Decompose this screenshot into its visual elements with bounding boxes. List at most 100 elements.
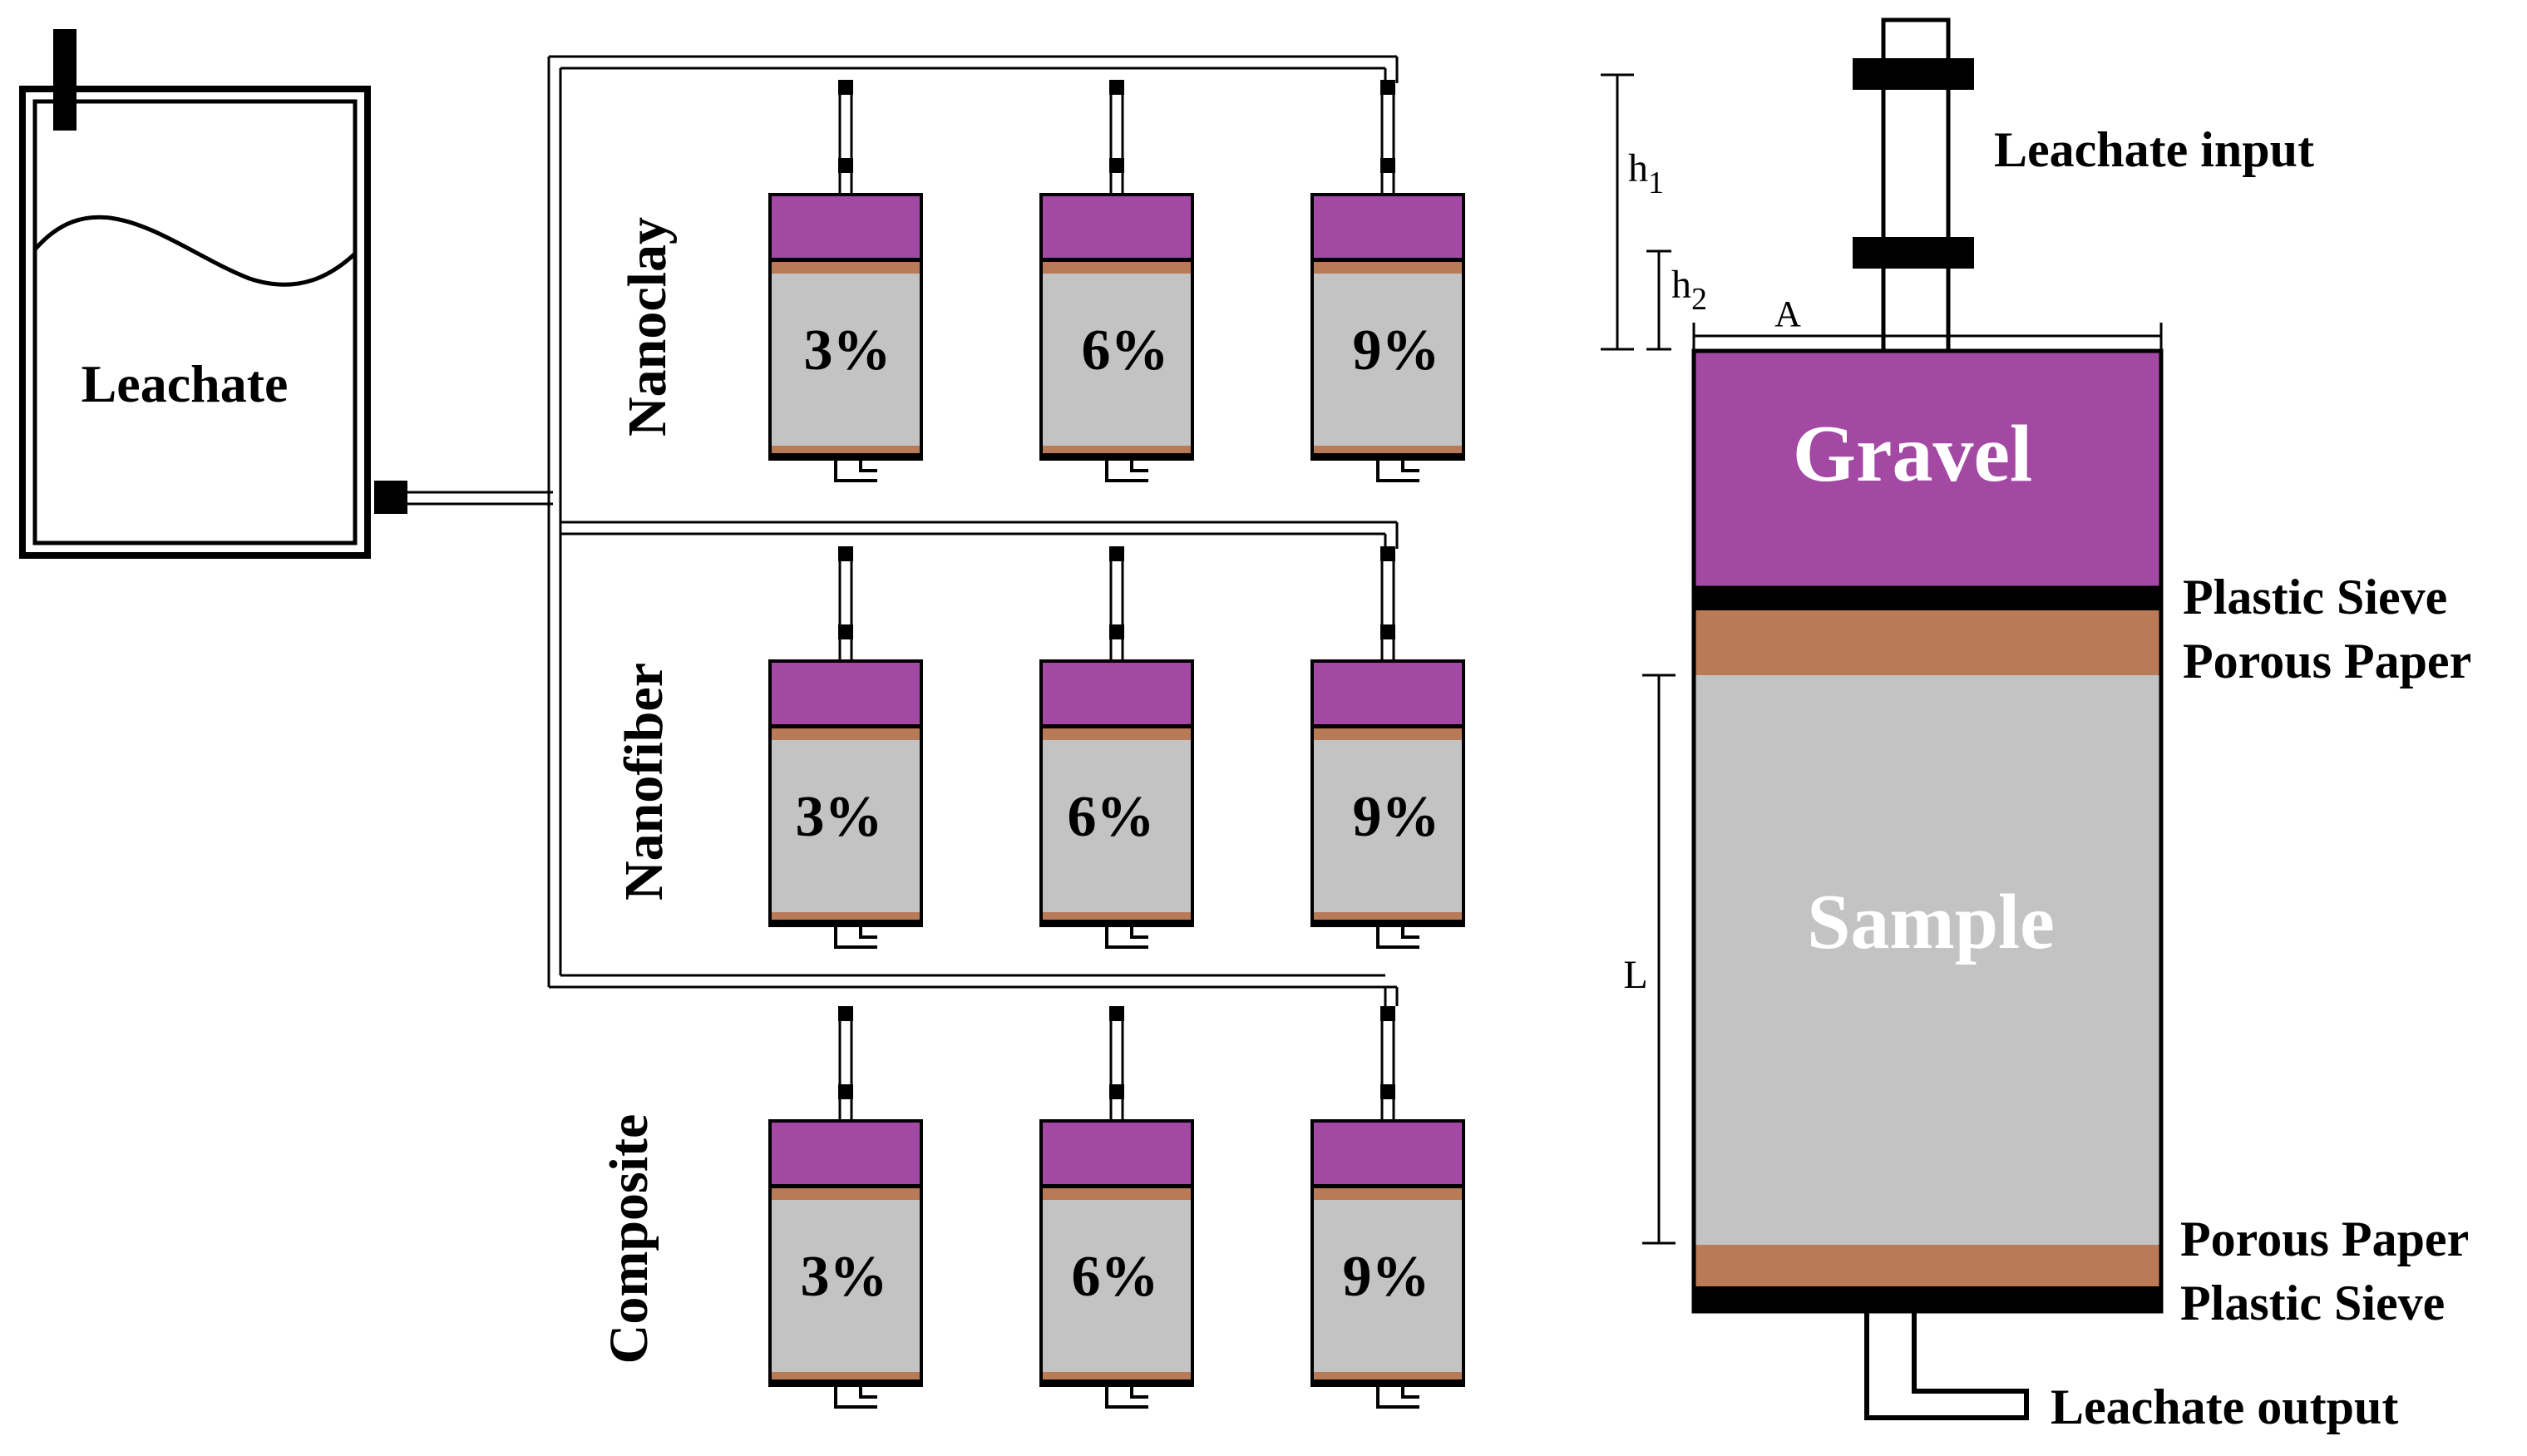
cell-composite-3: 9% [1310,1006,1465,1409]
cell-outlet [834,1385,877,1409]
cell-outlet [834,459,877,482]
cell-outlet [1105,925,1148,949]
valve [1380,80,1395,95]
cell-nanofiber-1: 3% [768,546,923,949]
cell-porous-paper [1041,1372,1192,1379]
valve [838,80,853,95]
valve [838,624,853,639]
cell-percent-label: 6% [1068,785,1155,849]
cell-outlet [1105,459,1148,482]
cell-outlet [834,925,877,949]
cell-gravel [770,195,921,258]
cell-gravel [1041,195,1192,258]
cell-porous-paper [1312,728,1463,740]
leachate-input-label: Leachate input [1994,122,2314,177]
cell-sample [1041,274,1192,446]
permeability-cells: 3%6%9%3%6%9%3%6%9% [768,80,1465,1409]
cell-percent-label: 9% [1343,1245,1430,1309]
cell-nanoclay-1: 3% [768,80,923,482]
cell-sieve [1041,1184,1192,1188]
group-label-nanofiber: Nanofiber [614,663,674,901]
cell-outlet [1376,1385,1419,1409]
valve [1109,80,1124,95]
group-label-composite: Composite [599,1114,659,1365]
cell-gravel [1312,1121,1463,1184]
cell-nanoclay-3: 9% [1310,80,1465,482]
plastic-sieve-bottom-label: Plastic Sieve [2180,1276,2445,1330]
cell-sieve [1041,453,1192,459]
cell-sieve [1312,920,1463,925]
input-flange-top [1853,58,1974,90]
cell-sample [1312,274,1463,446]
cell-porous-paper [1312,446,1463,453]
plastic-sieve-top-label: Plastic Sieve [2183,570,2447,624]
h1-label: h1 [1628,146,1664,200]
cell-porous-paper [1041,446,1192,453]
cell-outlet [1105,1385,1148,1409]
leachate-tank: Leachate [19,29,407,559]
cell-sample [770,274,921,446]
valve [838,546,853,561]
cell-sieve [1041,724,1192,728]
cell-outlet [1376,925,1419,949]
cell-sieve [770,1184,921,1188]
cell-porous-paper [770,728,921,740]
cell-percent-label: 6% [1072,1245,1159,1309]
cell-porous-paper [1312,912,1463,920]
cell-sieve [770,724,921,728]
area-label: A [1774,294,1801,334]
cell-sieve [1041,258,1192,262]
cell-composite-2: 6% [1039,1006,1194,1409]
cell-porous-paper [1312,1188,1463,1200]
valve [1109,546,1124,561]
valve [1109,1084,1124,1099]
length-label: L [1623,953,1647,997]
cell-sieve [770,258,921,262]
gravel-label: Gravel [1793,409,2032,499]
valve [1380,158,1395,173]
cell-sieve [1312,1184,1463,1188]
cell-percent-label: 9% [1353,785,1440,849]
input-flange-bottom [1853,237,1974,269]
cell-sample [1041,1200,1192,1372]
h2-dimension [1646,249,1671,351]
cell-sample [1041,740,1192,912]
valve [1380,546,1395,561]
cell-gravel [1041,661,1192,724]
tank-inlet-pipe [53,29,77,131]
length-dimension [1642,674,1676,1245]
cell-gravel [770,661,921,724]
pipe-network [407,55,1399,1006]
cell-sieve [770,453,921,459]
porous-paper-bottom-label: Porous Paper [2180,1212,2469,1266]
group-label-nanoclay: Nanoclay [617,217,678,437]
cell-porous-paper [1312,1372,1463,1379]
detail-porous-paper-bottom [1694,1245,2161,1286]
cell-sample [1312,740,1463,912]
valve [1109,1006,1124,1021]
cell-sieve [1041,920,1192,925]
detail-plastic-sieve-bottom [1694,1286,2161,1311]
valve [1380,1084,1395,1099]
cell-porous-paper [1041,728,1192,740]
cell-gravel [770,1121,921,1184]
cell-composite-1: 3% [768,1006,923,1409]
cell-percent-label: 3% [796,785,883,849]
cell-sieve [1312,1379,1463,1385]
cell-porous-paper [770,446,921,453]
cell-percent-label: 3% [801,1245,888,1309]
h1-dimension [1601,73,1634,351]
valve [1109,624,1124,639]
tank-label: Leachate [81,354,289,413]
cell-sample [770,1200,921,1372]
cell-sieve [1312,258,1463,262]
detail-cell: Gravel Sample Leachate input Plastic Sie… [1601,17,2471,1434]
valve [838,1006,853,1021]
cell-porous-paper [770,1372,921,1379]
cell-sieve [1312,453,1463,459]
cell-porous-paper [1041,912,1192,920]
cell-sieve [1312,724,1463,728]
cell-sieve [770,1379,921,1385]
output-pipe [1864,1311,2029,1420]
